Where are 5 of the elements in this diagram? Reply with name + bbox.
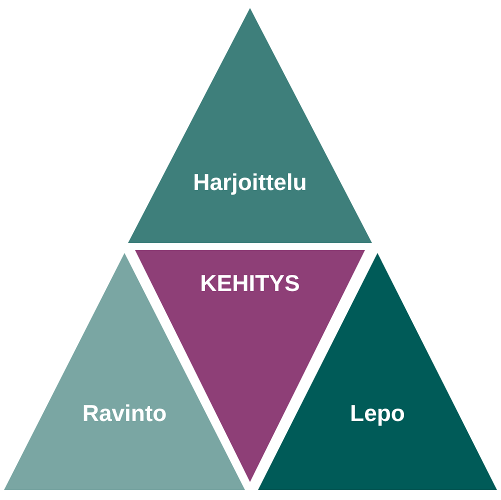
triangle-label: Lepo <box>350 400 405 427</box>
triangle-label: Harjoittelu <box>193 169 307 196</box>
triangle-label: Ravinto <box>82 400 167 427</box>
triangle-label: KEHITYS <box>200 270 300 297</box>
triangle <box>128 8 372 243</box>
